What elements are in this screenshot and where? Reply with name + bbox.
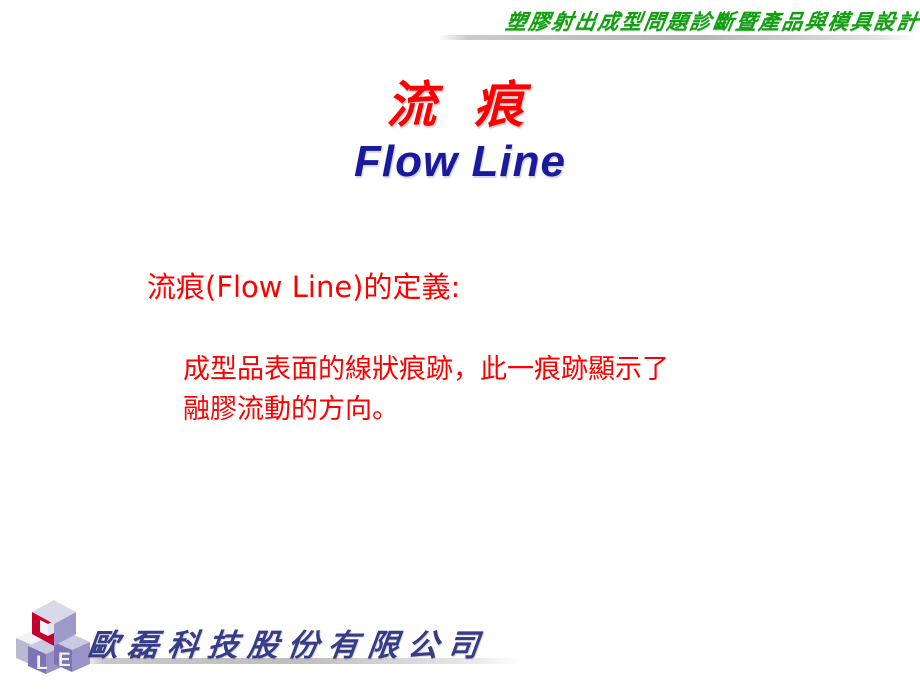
definition-heading: 流痕(Flow Line)的定義:	[147, 270, 461, 304]
definition-paragraph-line: 成型品表面的線狀痕跡，此一痕跡顯示了	[183, 354, 669, 385]
definition-paragraph-line: 融膠流動的方向。	[183, 394, 399, 425]
footer-underline-rule	[80, 658, 520, 664]
footer-bar: L E 歐磊科技股份有限公司	[0, 588, 920, 690]
slide-title-block: 流 痕 Flow Line	[0, 76, 920, 188]
svg-text:L: L	[36, 653, 48, 674]
definition-paragraph: 成型品表面的線狀痕跡，此一痕跡顯示了 融膠流動的方向。	[183, 350, 823, 430]
header-underline-rule	[438, 35, 916, 40]
ole-cube-logo: L E	[14, 594, 96, 678]
logo-cube-e: E	[54, 634, 90, 672]
header-banner: 塑膠射出成型問題診斷暨產品與模具設計	[430, 4, 920, 44]
logo-cube-o	[32, 600, 76, 646]
svg-text:E: E	[58, 650, 71, 671]
slide-title-english: Flow Line	[354, 137, 566, 186]
course-title: 塑膠射出成型問題診斷暨產品與模具設計	[503, 10, 920, 34]
slide-title-chinese: 流 痕	[386, 76, 534, 134]
